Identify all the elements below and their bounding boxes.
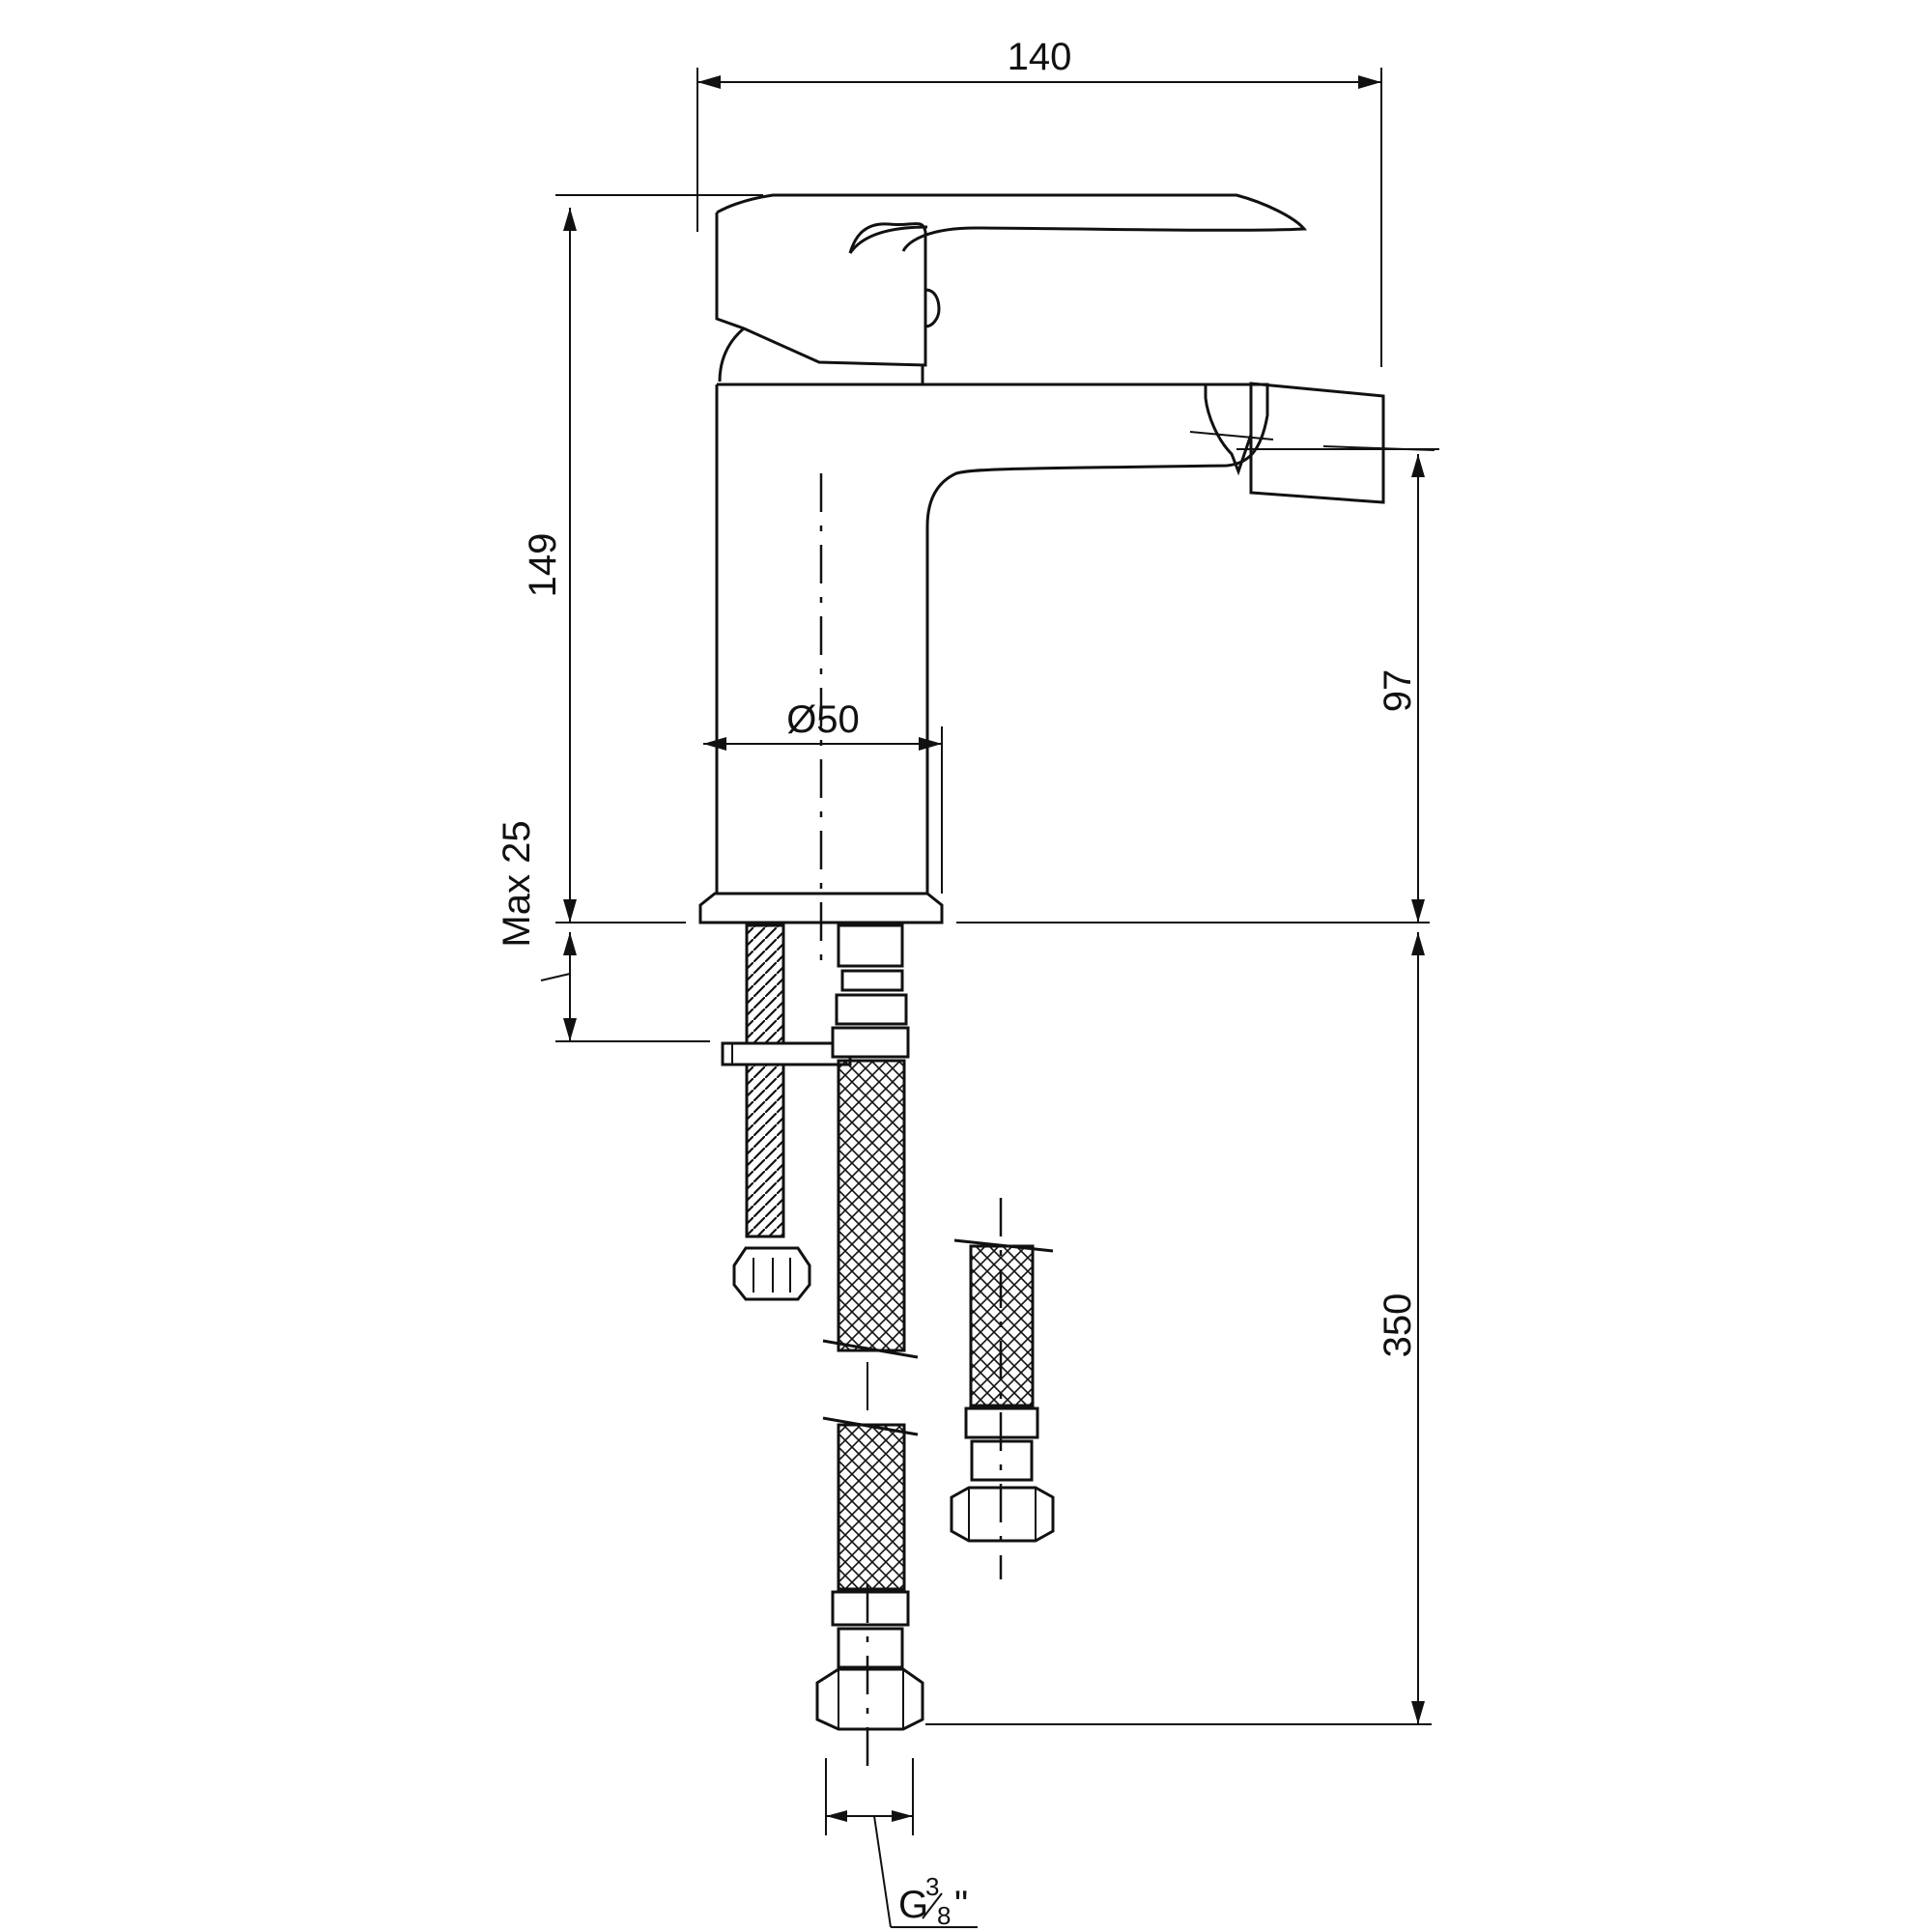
height-dimension: 149 [522,194,763,923]
secondary-hose [950,1198,1055,1579]
mixer-lever [715,193,1308,384]
height-label: 149 [522,533,564,598]
spout-height-dimension: 97 [1236,448,1439,923]
faucet-body [698,383,1269,924]
max-thickness-dimension: Max 25 [496,820,710,1042]
diameter-label: Ø50 [786,698,860,741]
hose-length-dimension: 350 [925,932,1432,1725]
spout-height-label: 97 [1377,669,1419,713]
fixing-rod [721,923,852,1301]
main-hose [815,923,924,1773]
aerator-nozzle [1189,382,1435,504]
hose-length-label: 350 [1377,1293,1419,1358]
thread-label-den: 8 [937,1901,951,1930]
thread-dimension: G 3 8 " [825,1758,978,1930]
width-label: 140 [1008,36,1072,78]
width-dimension: 140 [696,36,1382,367]
thread-label-base: G [898,1884,928,1926]
thread-label-suffix: " [954,1884,968,1926]
diameter-dimension: Ø50 [703,698,942,751]
thread-label-num: 3 [925,1872,939,1901]
max-thickness-label: Max 25 [496,820,538,947]
